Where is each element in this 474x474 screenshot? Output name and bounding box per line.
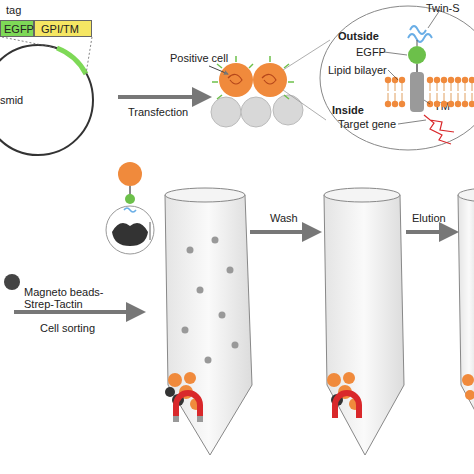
plasmid-circle (0, 45, 93, 155)
zoom-line (283, 90, 326, 120)
tube (324, 188, 404, 455)
node-text: Outside (338, 30, 379, 42)
tube (458, 188, 474, 420)
process-arrow (14, 310, 142, 314)
process-arrow (118, 95, 208, 99)
cells (209, 56, 303, 127)
construct-segment: GPI/TM (34, 20, 92, 37)
node-text: GPI/TM (41, 23, 79, 35)
node-text: Target gene (338, 118, 396, 130)
tag-label: tag (6, 4, 21, 16)
process-arrow (250, 230, 318, 234)
node-text: EGFP (4, 23, 34, 35)
insert-arc (57, 48, 86, 74)
node-text: Lipid bilayer (328, 64, 387, 76)
step-label: Wash (270, 212, 298, 224)
plasmid-label: smid (0, 94, 23, 106)
step-label: Cell sorting (40, 322, 95, 334)
tube (165, 188, 252, 455)
leader-line (86, 37, 92, 74)
step-label: Elution (412, 212, 446, 224)
cell-label: Positive cell (170, 52, 228, 64)
node-text: EGFP (356, 46, 386, 58)
step-label: Transfection (128, 106, 188, 118)
zoom-ellipse: Twin-S OutsideEGFP Lipid bilayerTM InsideTa… (318, 0, 474, 152)
bead (4, 274, 20, 290)
reagent-label: Magneto beads- Strep-Tactin (24, 286, 112, 310)
leader-line (2, 37, 57, 48)
binding-inset (106, 162, 154, 254)
process-arrow (406, 230, 455, 234)
node-text: Twin-S (426, 2, 460, 14)
node-text: TM (434, 100, 450, 112)
node-text: Inside (332, 104, 364, 116)
construct-segment: EGFP (0, 20, 34, 37)
